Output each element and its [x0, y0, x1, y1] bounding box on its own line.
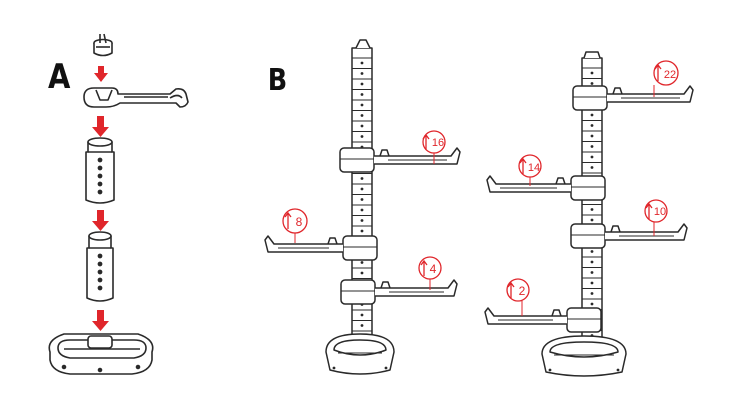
pole-hole	[360, 72, 364, 75]
pole-hole	[360, 114, 364, 117]
pole-hole	[360, 177, 364, 180]
base-hole	[548, 368, 552, 372]
pole-hole	[360, 208, 364, 212]
pole-hole	[360, 93, 364, 96]
pole-hole	[360, 271, 364, 275]
clamp-collar	[570, 175, 606, 201]
pole-hole	[590, 124, 594, 127]
pole-hole	[590, 208, 594, 211]
pole-hole	[360, 219, 364, 222]
step-b-label: B	[267, 63, 288, 98]
base-recess	[549, 341, 619, 358]
clamp-arm	[83, 87, 189, 108]
height-badge: 14	[518, 154, 542, 186]
height-badge: 2	[506, 278, 530, 316]
pole-hole	[360, 198, 364, 201]
pole-hole	[360, 61, 364, 65]
pole-hole	[590, 292, 594, 295]
assembly-arrows	[92, 66, 109, 331]
base-plate	[541, 335, 627, 377]
clamp-notch	[380, 281, 391, 289]
stand-right	[484, 51, 694, 377]
badge-label: 4	[430, 262, 437, 276]
badge-label: 16	[432, 137, 444, 149]
height-badge: 16	[422, 130, 446, 164]
pole-hole	[590, 113, 594, 117]
clamp-notch	[612, 87, 623, 95]
base-plate	[325, 333, 395, 375]
height-badge: 4	[418, 256, 442, 290]
pole-hole	[590, 271, 594, 274]
pole-hole	[590, 71, 594, 75]
clamp-collar	[339, 147, 375, 173]
base-hole	[332, 366, 336, 370]
pole-hole	[360, 103, 364, 107]
lower-tube	[86, 231, 114, 302]
clamp-collar	[572, 85, 608, 111]
badge-label: 10	[654, 206, 666, 218]
base-hole	[616, 368, 620, 372]
pole-tip	[355, 39, 371, 49]
pole-hole	[590, 281, 594, 285]
base-recess	[333, 339, 387, 356]
upper-tube	[85, 137, 115, 204]
pole-hole	[360, 229, 364, 233]
pole-hole	[590, 218, 594, 222]
pole-hole	[590, 250, 594, 253]
badge-label: 14	[528, 162, 540, 174]
height-badges: 16 8 4 22	[282, 60, 679, 316]
pole-hole	[590, 145, 594, 148]
badge-label: 8	[296, 215, 303, 229]
clamp-collar	[570, 223, 606, 249]
arrow-down-icon	[94, 66, 108, 82]
arrow-down-icon	[92, 116, 109, 137]
pole-hole	[590, 155, 594, 159]
exploded-view	[48, 33, 189, 375]
clamp-notch	[551, 309, 562, 317]
stand-left	[264, 39, 461, 375]
clamp-notch	[555, 177, 566, 185]
clamp-collar	[342, 235, 378, 261]
base-plate	[48, 333, 154, 375]
badge-label: 22	[664, 69, 676, 81]
pole-hole	[360, 313, 364, 317]
pole-hole	[360, 261, 364, 264]
clamp-notch	[379, 149, 390, 157]
height-badge: 22	[653, 60, 679, 97]
pole-hole	[360, 82, 364, 86]
pole-hole	[590, 302, 594, 306]
pole-hole	[360, 187, 364, 191]
pole-hole	[360, 135, 364, 138]
top-cap	[93, 33, 113, 57]
pole-tip	[583, 51, 601, 59]
clamp-notch	[610, 225, 621, 233]
pole-hole	[590, 166, 594, 169]
arrow-down-icon	[92, 310, 109, 331]
step-a-label: A	[47, 57, 71, 97]
pole-hole	[360, 124, 364, 128]
pole-hole	[590, 134, 594, 138]
clamp-collar	[566, 307, 602, 333]
badge-label: 2	[519, 284, 526, 298]
arrow-down-icon	[92, 210, 109, 231]
base-hole	[384, 366, 388, 370]
pole-hole	[590, 260, 594, 264]
pole-hole	[590, 82, 594, 85]
height-badge: 8	[282, 208, 308, 243]
clamp-collar	[340, 279, 376, 305]
clamp-notch	[327, 237, 338, 245]
pole-hole	[360, 324, 364, 327]
height-badge: 10	[644, 199, 668, 236]
